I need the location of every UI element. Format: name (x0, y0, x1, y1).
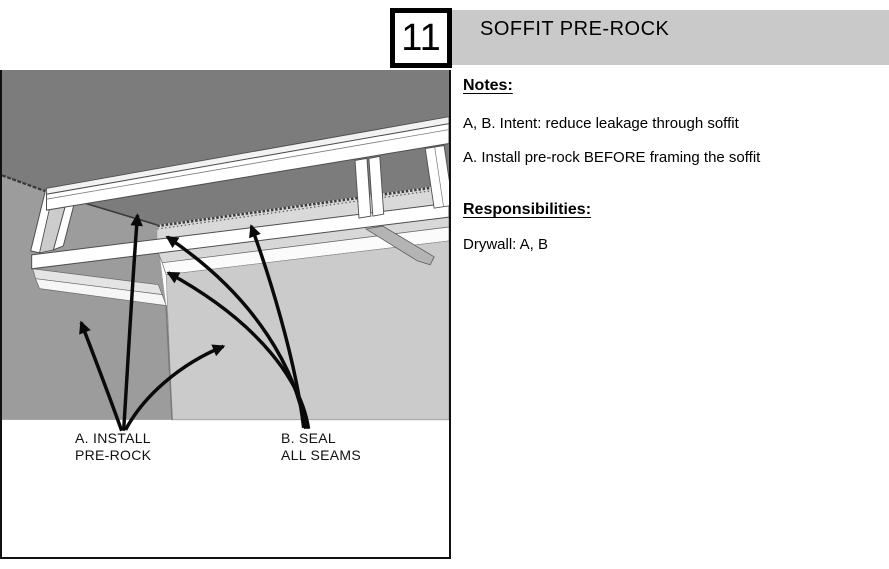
leader-arrows (79, 213, 311, 432)
prerock-seam-line2 (157, 187, 449, 230)
arrow-a-right (124, 344, 226, 431)
soffit-illustration (2, 70, 449, 432)
step-number-box: 11 (390, 8, 452, 68)
callout-label-a: A. INSTALL PRE-ROCK (75, 430, 151, 464)
middle-stud-board2 (368, 155, 385, 217)
ceiling-wall-edge (2, 174, 46, 193)
soffit-brace (364, 225, 435, 266)
page-title: SOFFIT PRE-ROCK (480, 18, 670, 40)
responsibilities-heading: Responsibilities: (463, 201, 592, 218)
figure-panel: A. INSTALL PRE-ROCK B. SEAL ALL SEAMS (0, 70, 451, 559)
top-rail (46, 123, 449, 211)
notes-heading: Notes: (463, 77, 513, 94)
note-item: A. Install pre-rock BEFORE framing the s… (463, 149, 761, 166)
step-number: 11 (401, 17, 441, 59)
callout-b-line1: B. SEAL (281, 430, 337, 446)
arrow-a-left (79, 320, 124, 432)
right-stud-joint (434, 146, 444, 207)
note-item: A, B. Intent: reduce leakage through sof… (463, 115, 739, 132)
callout-b-line2: ALL SEAMS (281, 447, 361, 463)
top-rail-cap (46, 116, 449, 195)
arrow-b-seam-upper (165, 235, 308, 430)
wall-corner-line (165, 305, 173, 420)
top-rail-joint (46, 129, 449, 200)
callout-label-b: B. SEAL ALL SEAMS (281, 430, 361, 464)
soffit-bright-band (161, 226, 449, 276)
arrow-b-seam-lower (166, 271, 311, 430)
title-bar: SOFFIT PRE-ROCK (452, 10, 889, 65)
callout-a-line1: A. INSTALL (75, 430, 151, 446)
middle-stud-board (354, 157, 372, 219)
right-stud (424, 145, 449, 209)
arrow-a-up (121, 213, 143, 431)
responsibility-item: Drywall: A, B (463, 236, 549, 253)
callout-a-line2: PRE-ROCK (75, 447, 152, 463)
prerock-seam-line (157, 184, 449, 228)
